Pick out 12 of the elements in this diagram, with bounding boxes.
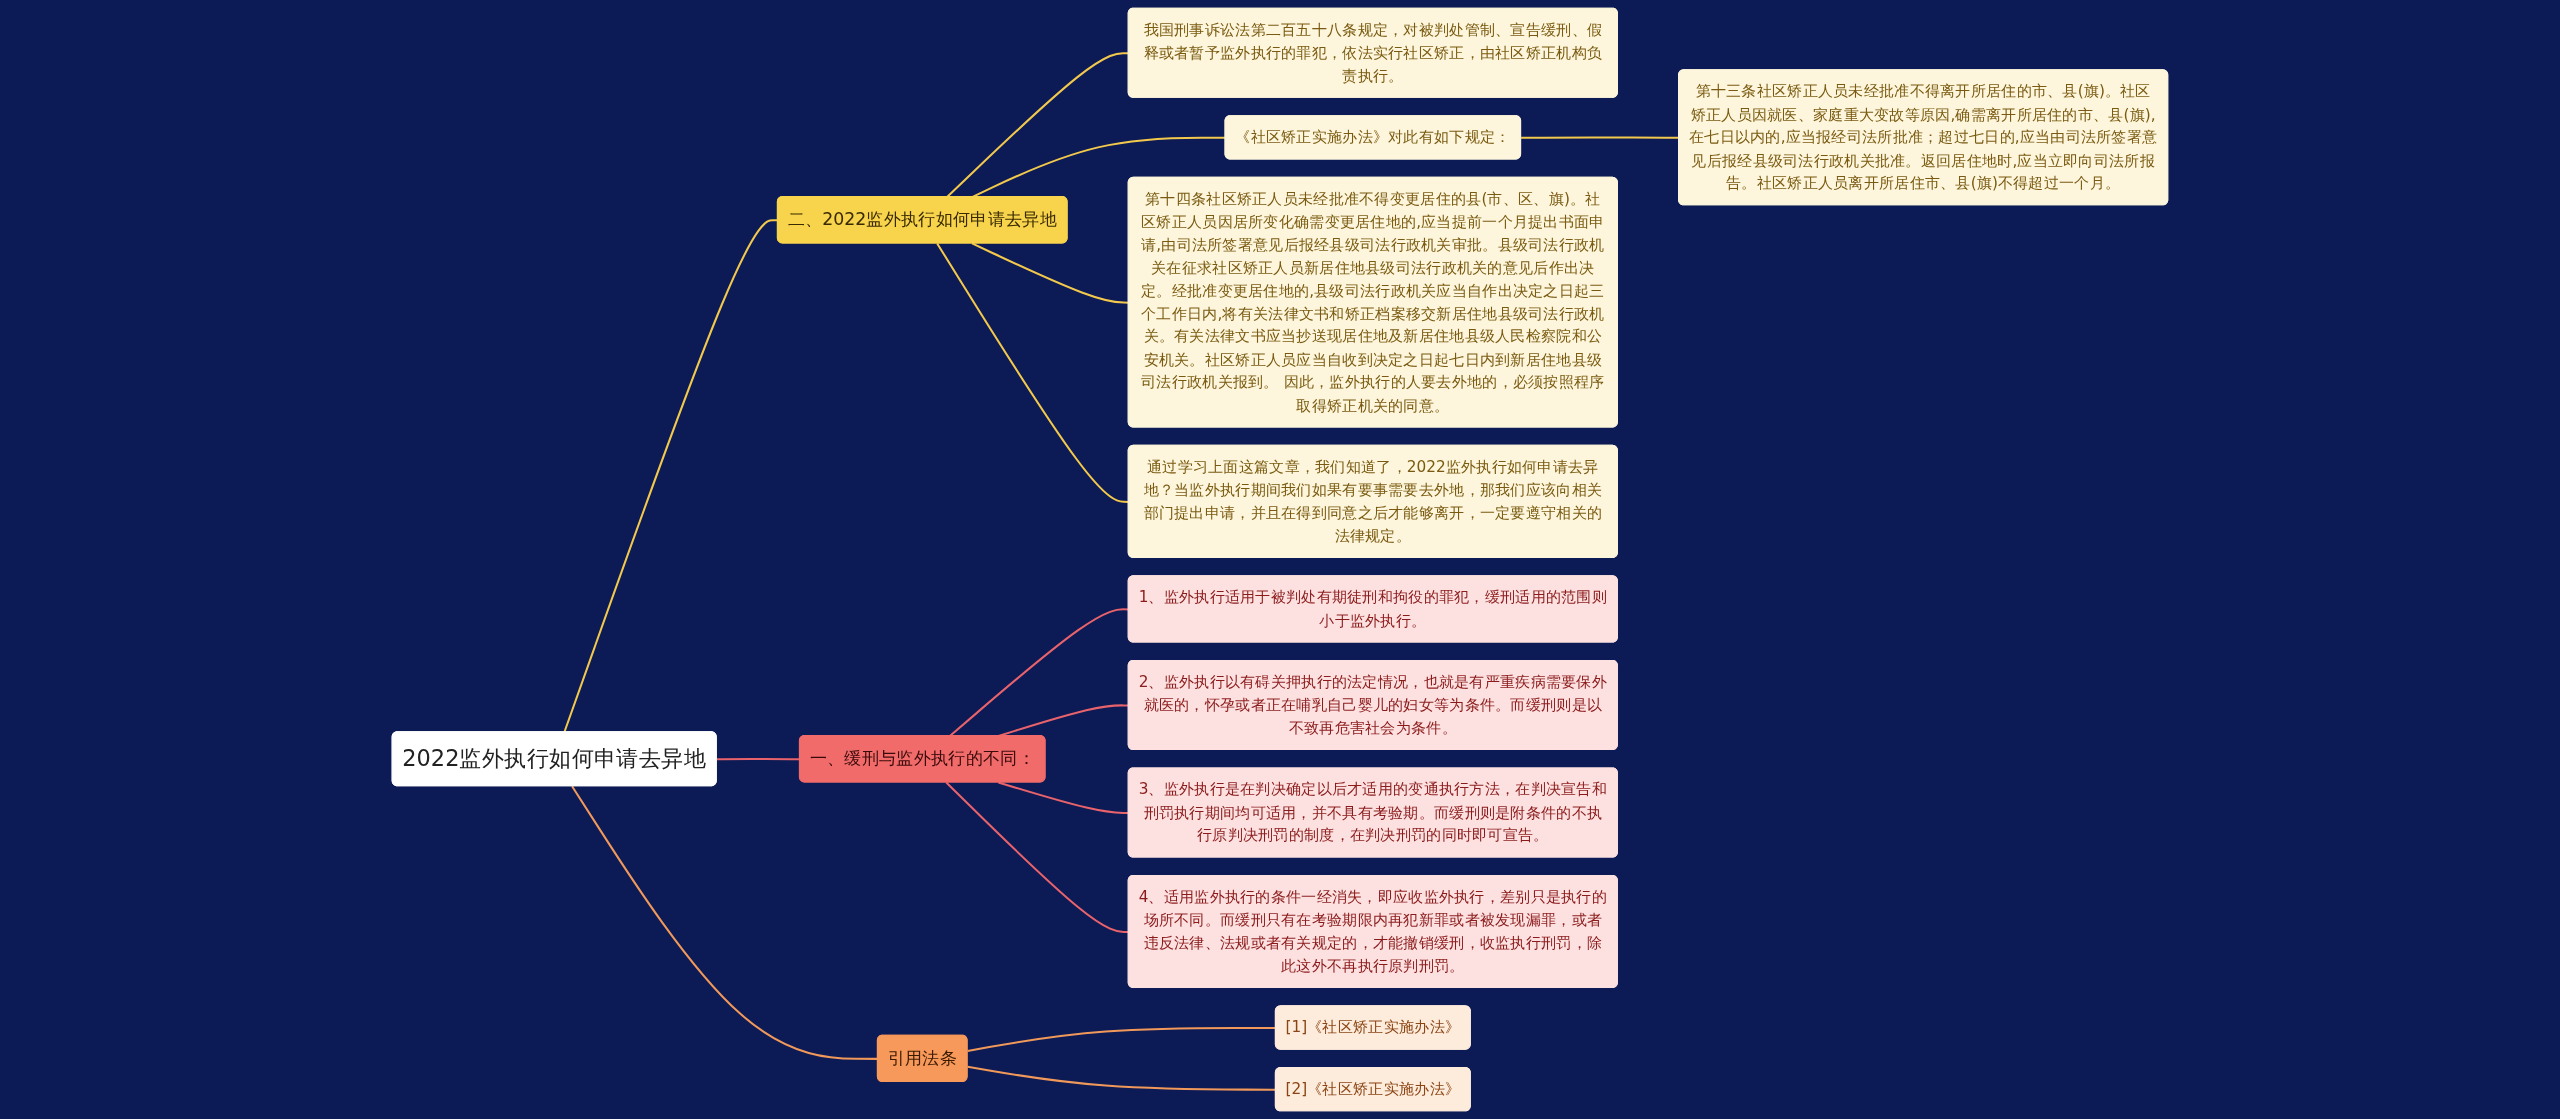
connector — [716, 757, 800, 761]
connector — [571, 785, 878, 1060]
connector — [936, 242, 1129, 503]
connector — [967, 1065, 1276, 1091]
connector — [971, 136, 1226, 198]
connector — [971, 242, 1129, 304]
connector — [998, 781, 1129, 815]
connector — [945, 781, 1129, 933]
connector — [967, 1026, 1276, 1052]
connector — [563, 219, 778, 733]
connector — [949, 608, 1129, 737]
connector — [946, 52, 1129, 198]
